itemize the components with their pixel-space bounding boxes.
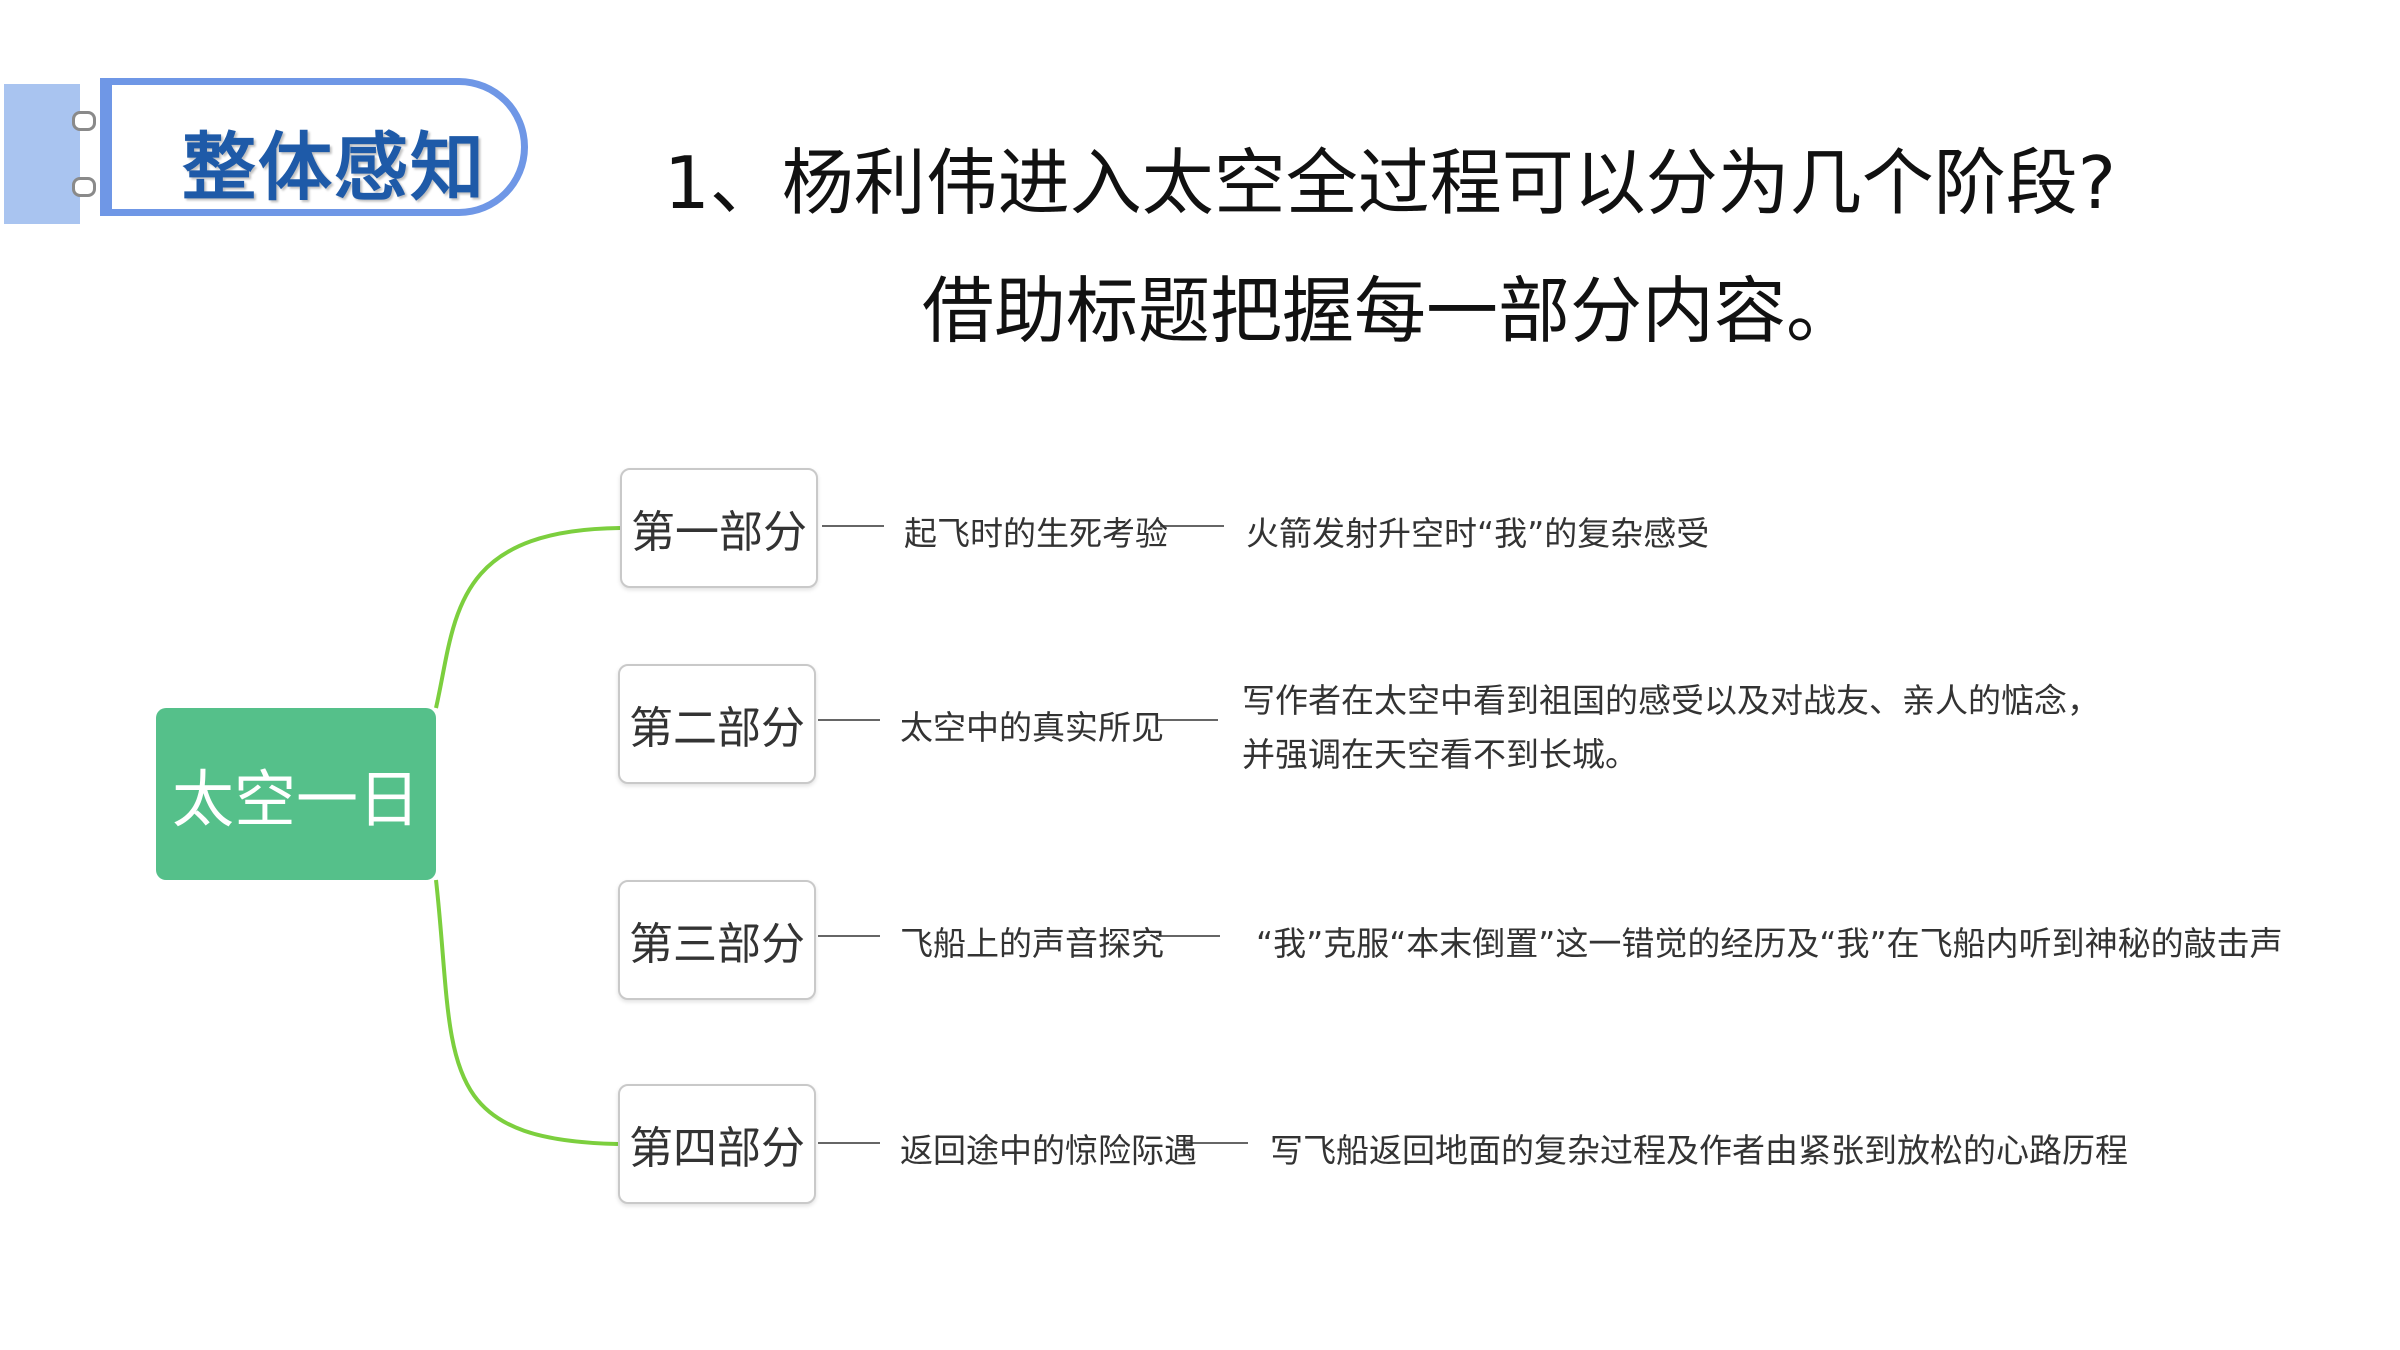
branch-3-title: 飞船上的声音探究 <box>900 924 1164 963</box>
header-accent-bar <box>4 84 80 224</box>
branch-2-title: 太空中的真实所见 <box>900 708 1164 747</box>
question-text-line-2: 借助标题把握每一部分内容。 <box>921 269 1858 353</box>
branch-3-description: “我”克服“本末倒置”这一错觉的经历及“我”在飞船内听到神秘的敲击声 <box>1256 924 2283 963</box>
branch-node-3: 第三部分 <box>618 880 816 1000</box>
branch-4-description: 写飞船返回地面的复杂过程及作者由紧张到放松的心路历程 <box>1270 1131 2128 1170</box>
connector-branch-1 <box>434 526 621 709</box>
branch-2-description-line-1: 写作者在太空中看到祖国的感受以及对战友、亲人的惦念， <box>1242 681 2100 720</box>
binder-ring-icon <box>72 177 96 197</box>
question-text-line-1: 1、杨利伟进入太空全过程可以分为几个阶段? <box>663 141 2117 225</box>
section-badge <box>100 78 528 216</box>
branch-2-description-line-2: 并强调在天空看不到长城。 <box>1242 735 1638 774</box>
branch-node-2: 第二部分 <box>618 664 816 784</box>
branch-node-4: 第四部分 <box>618 1084 816 1204</box>
mindmap-root-node: 太空一日 <box>156 708 436 880</box>
branch-1-title: 起飞时的生死考验 <box>904 514 1168 553</box>
branch-node-1: 第一部分 <box>620 468 818 588</box>
connector-branch-4 <box>434 879 619 1146</box>
branch-4-title: 返回途中的惊险际遇 <box>900 1131 1197 1170</box>
branch-1-description: 火箭发射升空时“我”的复杂感受 <box>1246 514 1710 553</box>
section-title: 整体感知 <box>182 125 486 211</box>
binder-ring-icon <box>72 111 96 131</box>
